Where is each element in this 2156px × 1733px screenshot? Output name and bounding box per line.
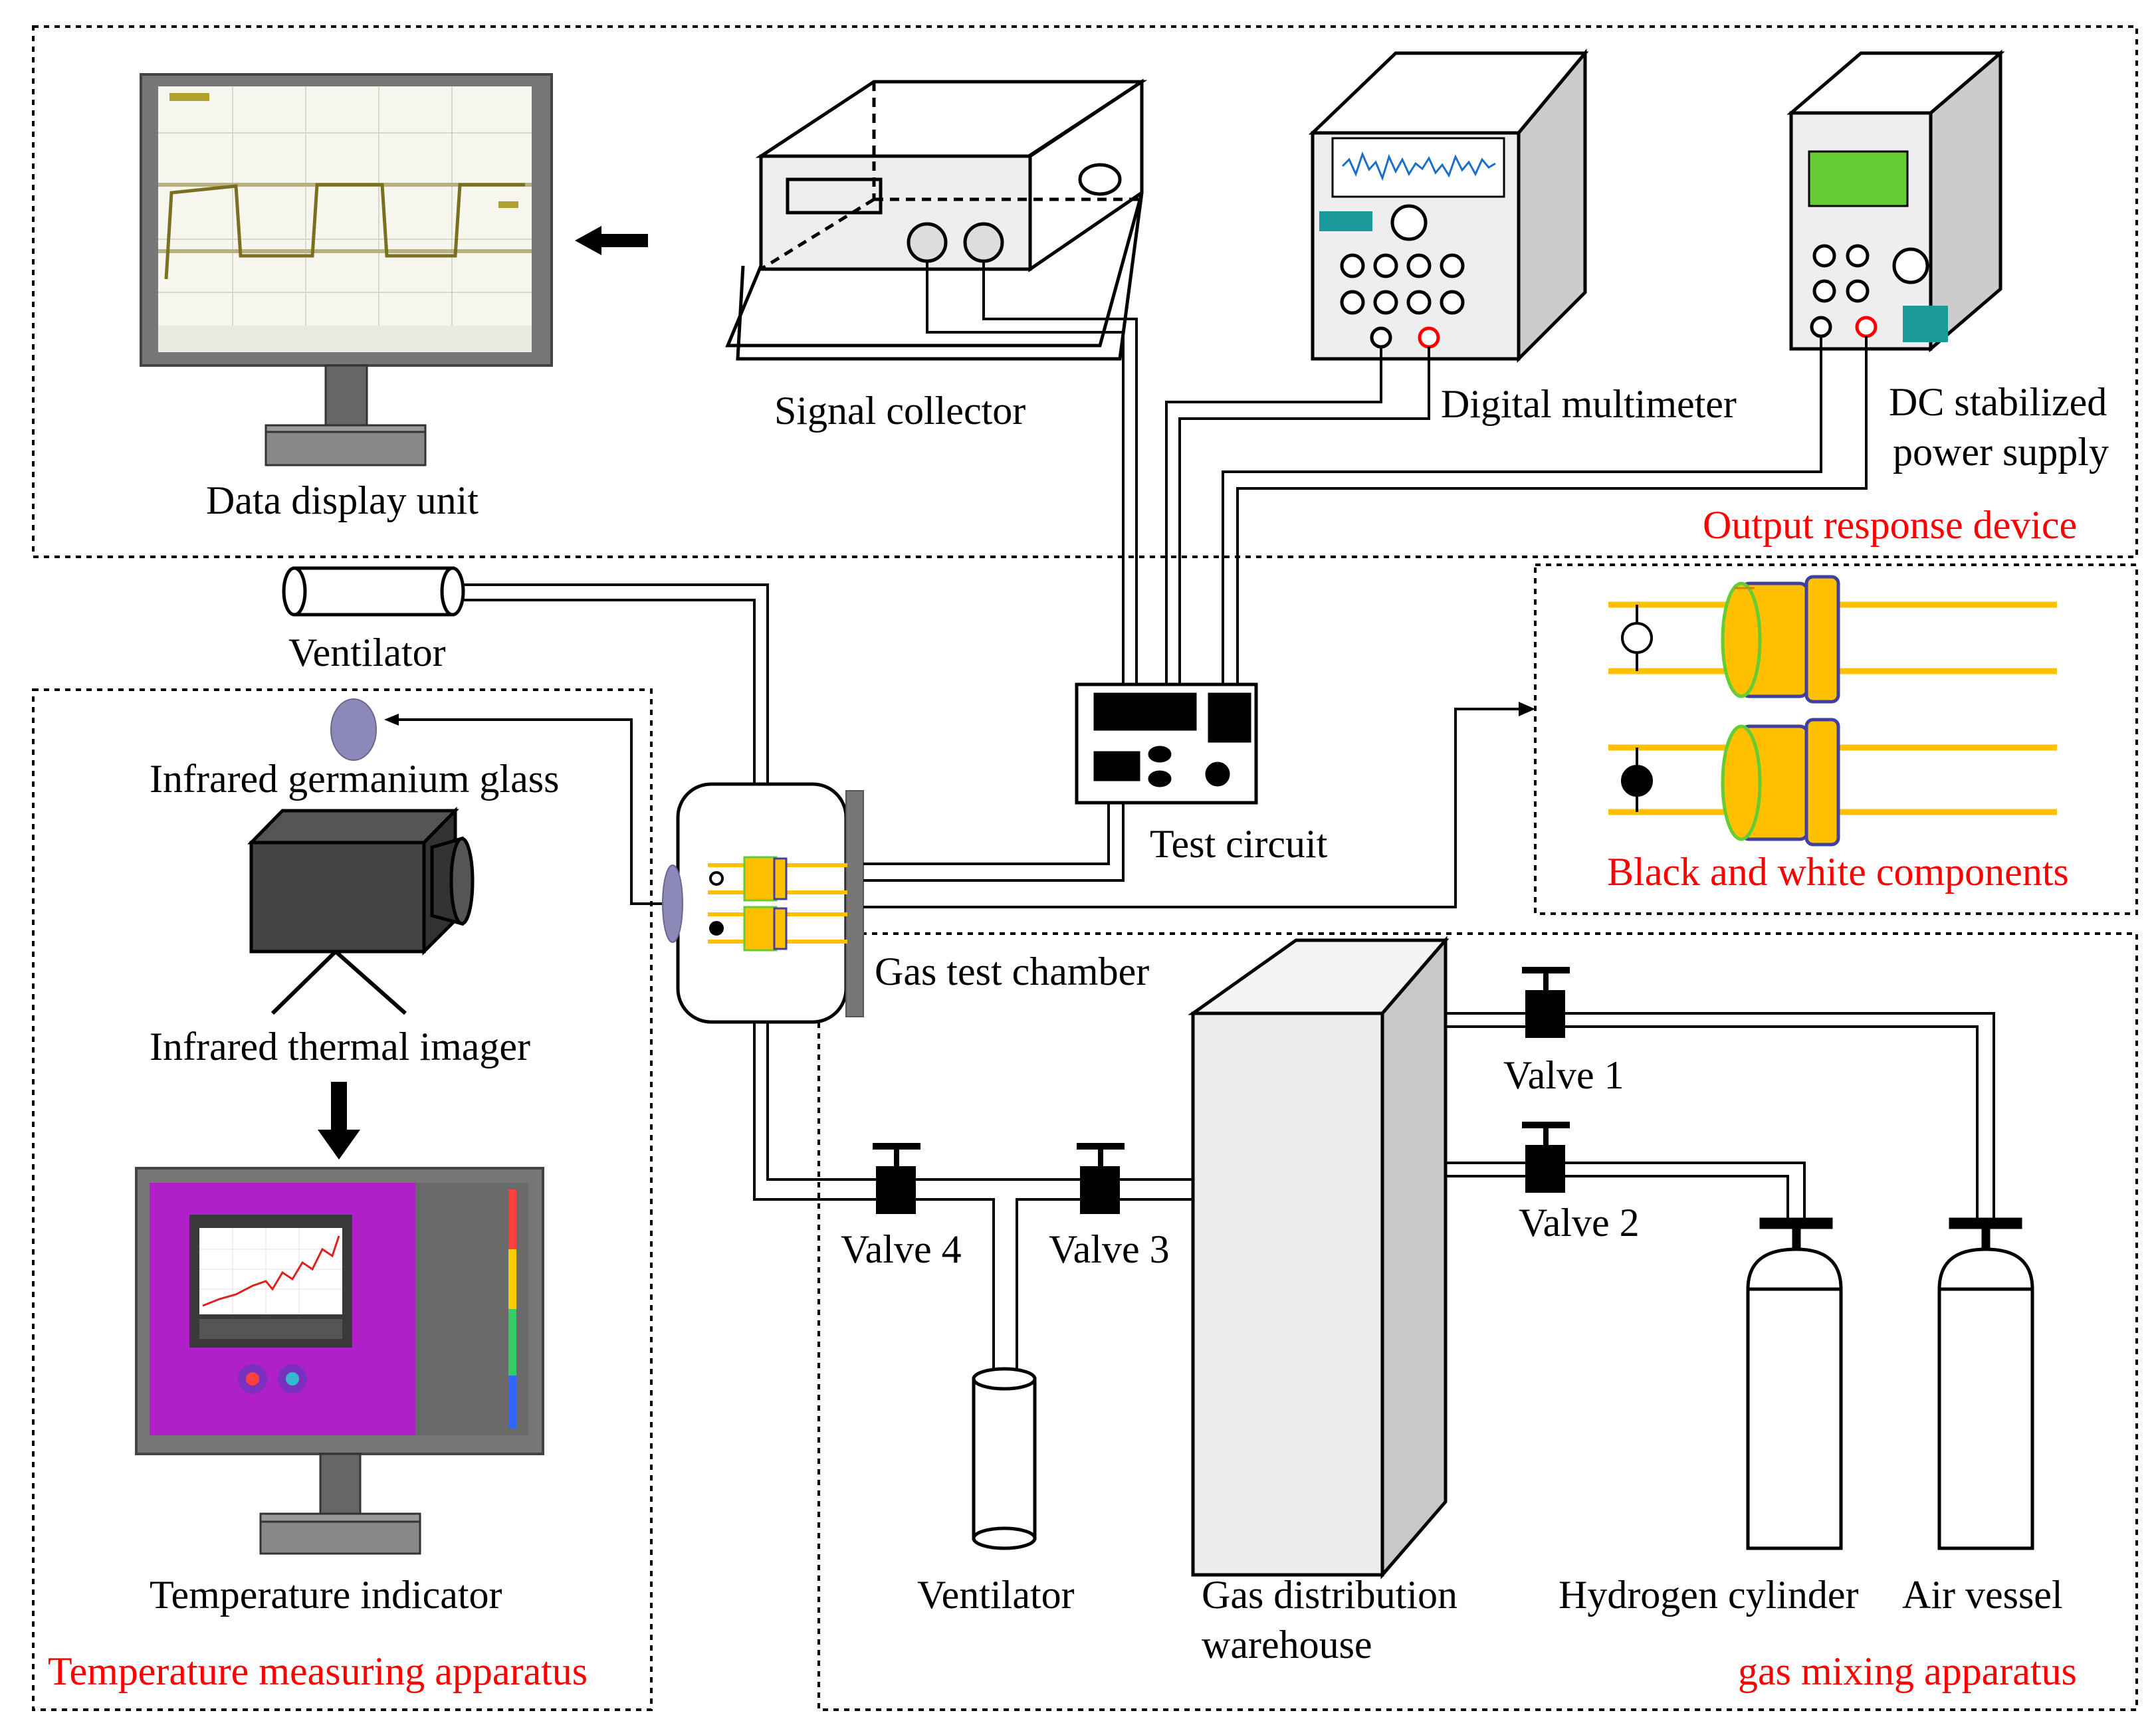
components-region: [1534, 563, 2138, 915]
ventilator-bottom-device: [972, 1367, 1037, 1550]
germanium-glass-label: Infrared germanium glass: [150, 757, 559, 801]
gas-mixing-title: gas mixing apparatus: [1738, 1649, 2077, 1693]
hydrogen-label: Hydrogen cylinder: [1559, 1573, 1859, 1617]
gas-test-chamber: [662, 782, 864, 1024]
digital-multimeter-device: [1308, 49, 1589, 363]
left-arrow-icon: [575, 226, 648, 255]
temperature-indicator-monitor: [135, 1167, 544, 1555]
ventilator-top-device: [282, 566, 465, 617]
thermal-imager-camera: [247, 806, 475, 1015]
air-vessel: [1937, 1217, 2034, 1550]
test-circuit-board: [1075, 682, 1258, 805]
germanium-glass-lens: [330, 698, 377, 761]
output-response-title: Output response device: [1703, 503, 2077, 547]
bw-components-title: Black and white components: [1607, 850, 2069, 894]
output-response-region: [32, 25, 2138, 558]
test-circuit-label: Test circuit: [1150, 822, 1328, 866]
temperature-indicator-label: Temperature indicator: [150, 1573, 502, 1617]
temperature-apparatus-title: Temperature measuring apparatus: [48, 1649, 588, 1693]
data-display-label: Data display unit: [206, 478, 479, 522]
gas-warehouse: [1188, 936, 1450, 1580]
chamber-to-glass-arrow: [392, 718, 668, 905]
signal-collector-device: [725, 78, 1148, 361]
valve-icons: [873, 967, 1570, 1214]
down-arrow-icon: [318, 1082, 360, 1160]
bw-components-enlarged: [1608, 575, 2057, 847]
ventilator-bottom-label: Ventilator: [917, 1573, 1075, 1617]
dc-supply-label-line1: DC stabilized: [1889, 380, 2107, 424]
air-vessel-label: Air vessel: [1902, 1573, 2063, 1617]
valve2-label: Valve 2: [1519, 1201, 1640, 1245]
arrowhead-left-icon: [384, 714, 399, 726]
arrowhead-right-icon: [1519, 702, 1535, 716]
warehouse-label-line2: warehouse: [1202, 1623, 1372, 1667]
valve3-label: Valve 3: [1049, 1227, 1170, 1271]
dc-supply-label-line2: power supply: [1893, 430, 2109, 474]
chamber-circuit-wires: [863, 708, 1522, 908]
ventilator-top-label: Ventilator: [288, 631, 446, 674]
gas-pipes: [753, 1012, 1995, 1379]
signal-collector-label: Signal collector: [774, 389, 1025, 433]
dc-power-supply-device: [1786, 49, 2005, 353]
gas-mixing-region: [817, 932, 2138, 1711]
ventilator-top-pipe: [463, 583, 769, 792]
digital-multimeter-label: Digital multimeter: [1441, 382, 1737, 426]
data-display-monitor: [140, 73, 553, 466]
signal-wires: [926, 261, 1868, 684]
warehouse-label-line1: Gas distribution: [1202, 1573, 1457, 1617]
valve4-label: Valve 4: [841, 1227, 962, 1271]
gas-chamber-label: Gas test chamber: [875, 950, 1149, 993]
hydrogen-cylinder: [1746, 1217, 1843, 1550]
thermal-imager-label: Infrared thermal imager: [150, 1025, 530, 1069]
valve1-label: Valve 1: [1503, 1053, 1624, 1097]
temperature-region: [32, 688, 653, 1711]
